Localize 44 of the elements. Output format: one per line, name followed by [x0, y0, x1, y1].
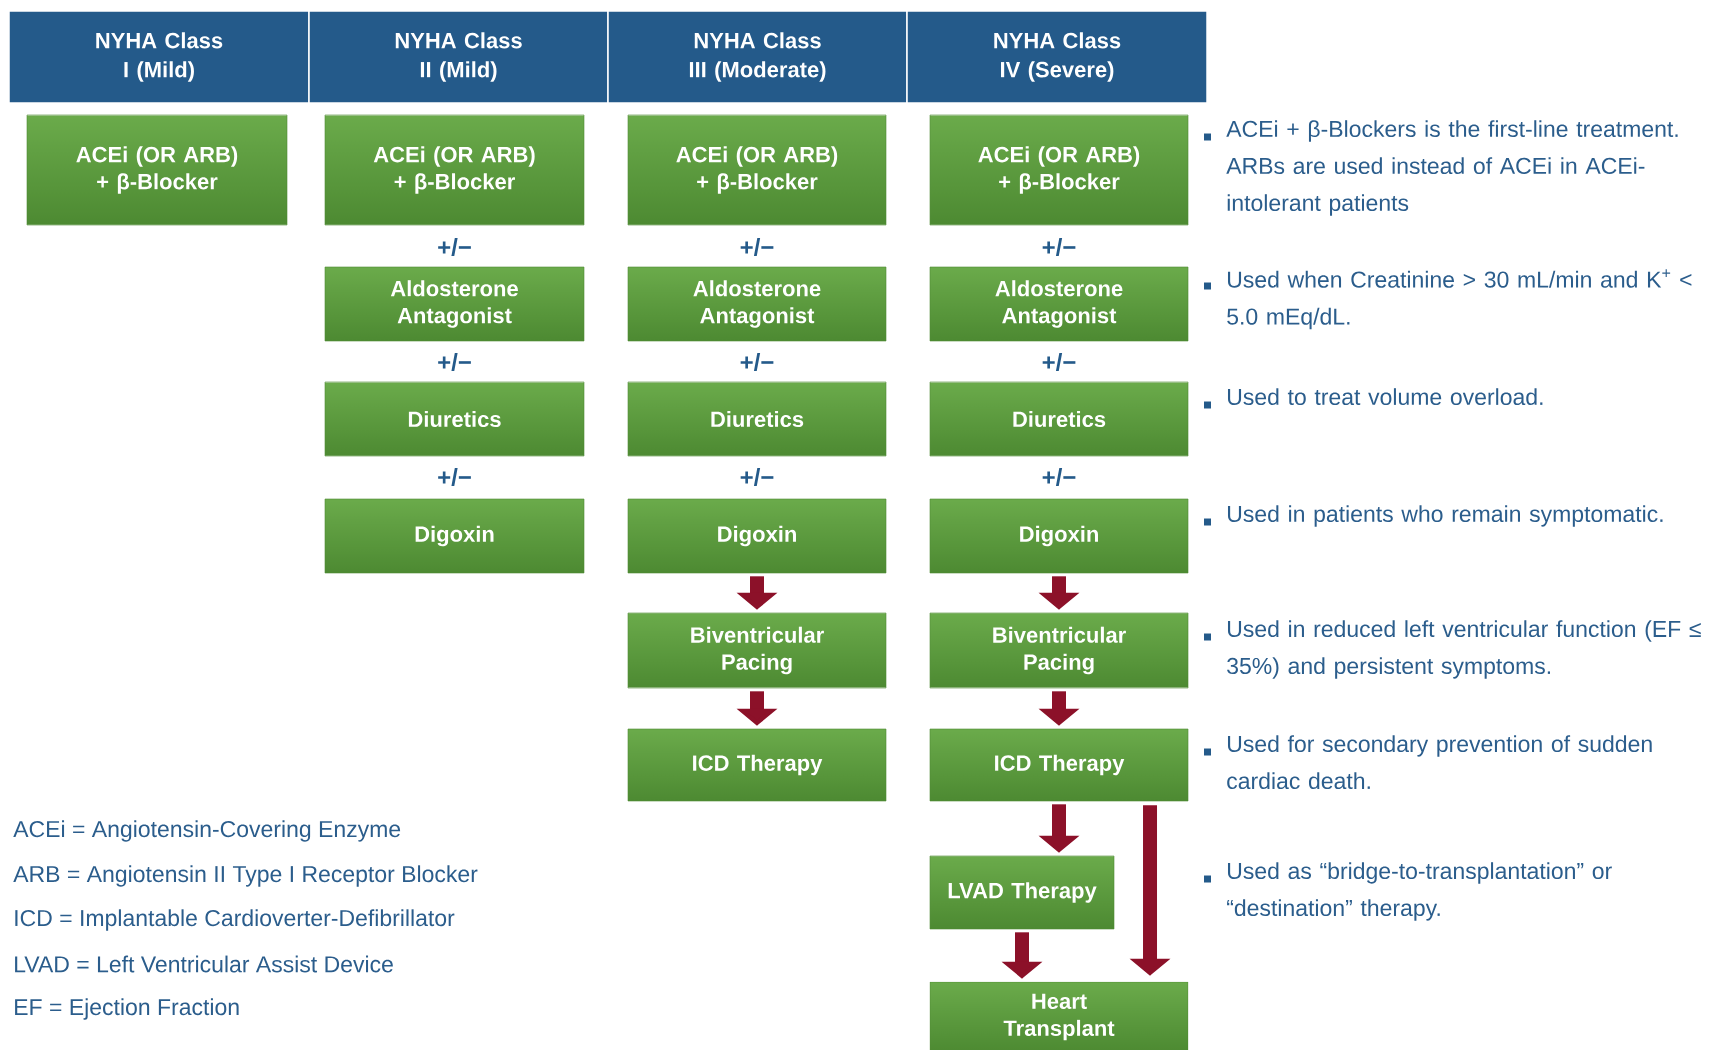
treatment-box: ACEi (OR ARB) + β-Blocker [324, 114, 585, 226]
plus-minus-sign: +/− [438, 238, 471, 256]
note-text: Used for secondary prevention of sudden cardiac death. [1227, 735, 1652, 790]
plus-minus-sign: +/− [438, 468, 471, 486]
plus-minus-sign: +/− [740, 238, 774, 256]
abbreviation-text: ACEi = Angiotensin-Covering Enzyme [13, 820, 401, 842]
note-text: Used to treat volume overload. [1228, 388, 1543, 406]
note-text: Used in reduced left ventricular function (EF ≤ 35%) and persistent symptoms. [1227, 620, 1701, 679]
treatment-box: ACEi (OR ARB) + β-Blocker [929, 114, 1189, 226]
treatment-box: Aldosterone Antagonist [627, 266, 887, 342]
treatment-box: Aldosterone Antagonist [324, 266, 585, 342]
treatment-box: Biventricular Pacing [929, 612, 1189, 689]
note-text: Used when Creatinine > 30 mL/min and K$^{+}$ < 5.0 mEq/dL. [1227, 269, 1692, 330]
treatment-box: Diuretics [324, 381, 585, 457]
treatment-box: Digoxin [627, 498, 887, 574]
note-text: Used in patients who remain symptomatic. [1228, 505, 1663, 527]
abbreviation-text: EF = Ejection Fraction [15, 998, 239, 1020]
treatment-box: Biventricular Pacing [627, 612, 887, 689]
treatment-box: Heart Transplant [929, 981, 1189, 1050]
abbreviation-text: LVAD = Left Ventricular Assist Device [15, 955, 393, 973]
treatment-box: Diuretics [929, 381, 1189, 457]
treatment-box: ACEi (OR ARB) + β-Blocker [26, 114, 288, 226]
treatment-box: Aldosterone Antagonist [929, 266, 1189, 342]
treatment-box: ICD Therapy [929, 728, 1189, 802]
abbreviation-text: ARB = Angiotensin II Type I Receptor Blocker [13, 865, 478, 887]
treatment-box: LVAD Therapy [929, 855, 1115, 930]
treatment-box: Diuretics [627, 381, 887, 457]
abbreviation-text: ICD = Implantable Cardioverter-Defibrillator [15, 909, 455, 931]
treatment-box: Digoxin [929, 498, 1189, 574]
plus-minus-sign: +/− [1042, 238, 1076, 256]
column-header: NYHA Class III (Moderate) [607, 10, 908, 104]
plus-minus-sign: +/− [1042, 353, 1076, 371]
column-header: NYHA Class IV (Severe) [906, 10, 1208, 104]
treatment-box: ACEi (OR ARB) + β-Blocker [627, 114, 887, 226]
column-header: NYHA Class II (Mild) [308, 10, 609, 104]
plus-minus-sign: +/− [740, 353, 774, 371]
note-text: ACEi + β-Blockers is the first-line treatment. ARBs are used instead of ACEi in ACEi-intolerant patients [1226, 120, 1678, 216]
treatment-box: ICD Therapy [627, 728, 887, 802]
plus-minus-sign: +/− [1042, 468, 1076, 486]
plus-minus-sign: +/− [740, 468, 774, 486]
treatment-box: Digoxin [324, 498, 585, 574]
plus-minus-sign: +/− [438, 353, 471, 371]
note-text: Used as “bridge-to-transplantation” or “destination” therapy. [1227, 862, 1612, 921]
column-header: NYHA Class I (Mild) [8, 10, 310, 104]
